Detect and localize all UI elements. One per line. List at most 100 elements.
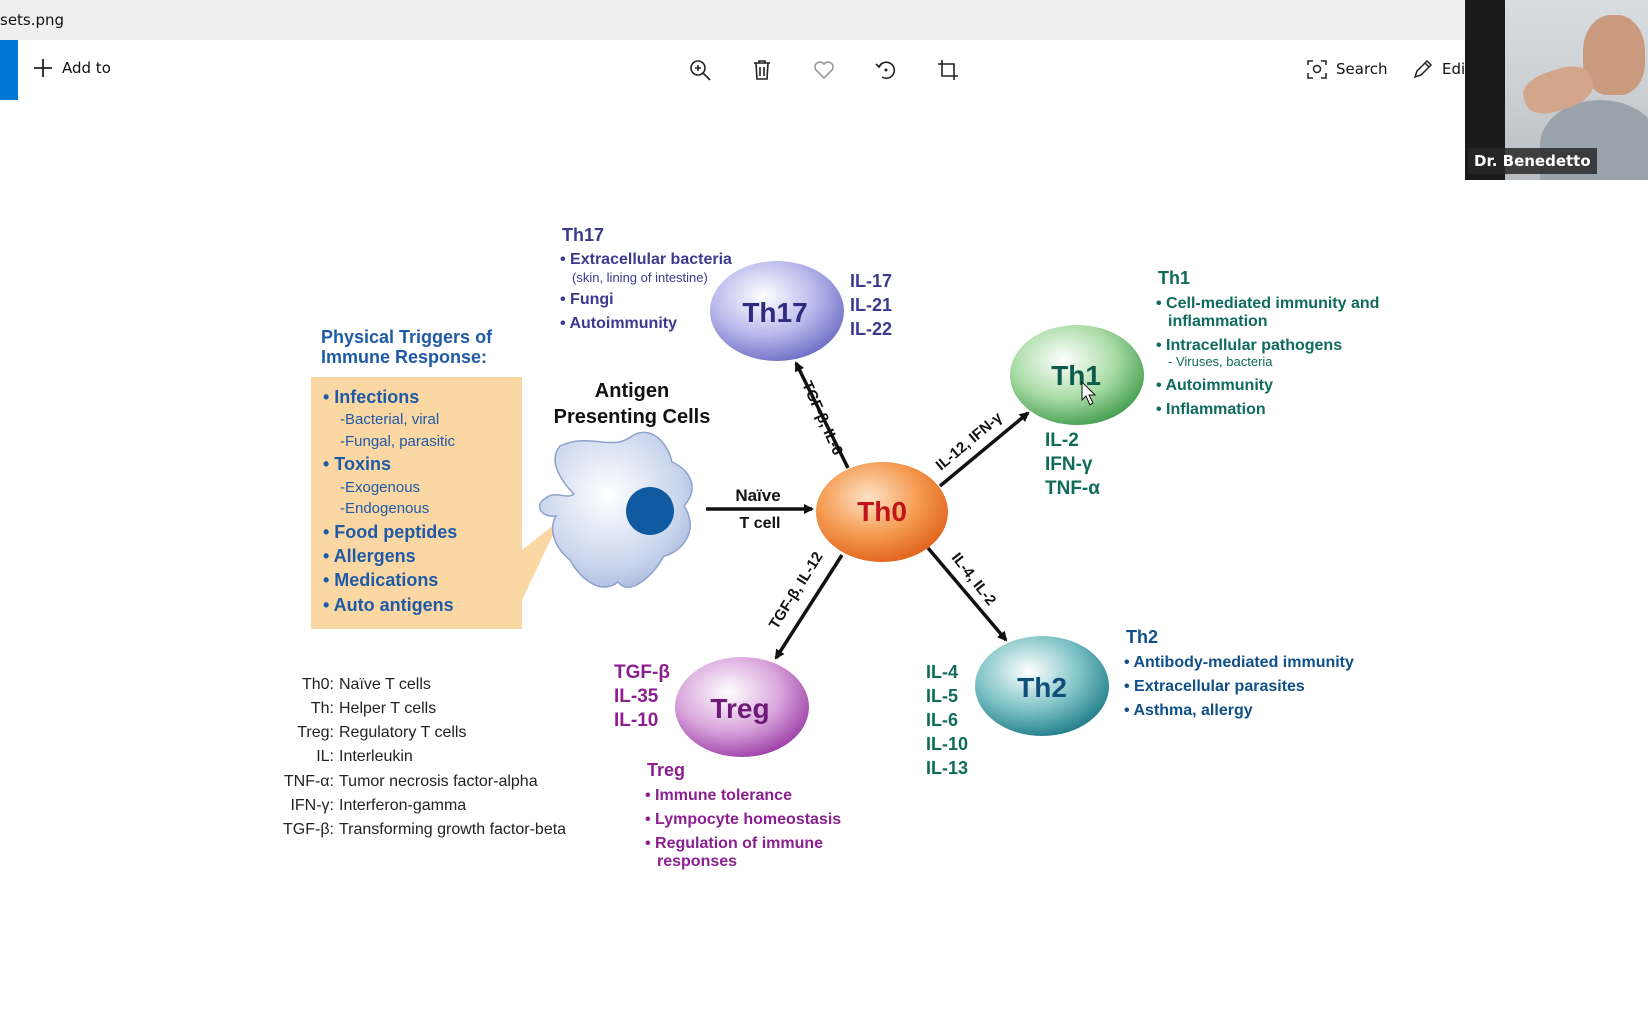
treg-bullet: responses	[657, 853, 737, 870]
apc-label-line2: Presenting Cells	[554, 406, 711, 428]
back-tab-button[interactable]	[0, 40, 18, 100]
search-label: Search	[1336, 60, 1388, 78]
th1-bullet: • Cell-mediated immunity and	[1156, 295, 1379, 312]
trigger-item: • Medications	[323, 570, 438, 590]
edit-pencil-icon	[1412, 58, 1434, 80]
arrow-th0-to-th17	[794, 361, 850, 469]
legend-desc: Interleukin	[339, 748, 413, 765]
treg-cytokine: TGF-β	[614, 662, 670, 683]
search-button[interactable]: Search	[1306, 58, 1388, 80]
triggers-box-pointer	[522, 520, 560, 600]
title-bar: sets.png	[0, 0, 1648, 40]
th1-cytokine: IFN-γ	[1045, 454, 1093, 475]
rotate-icon	[874, 58, 898, 82]
th2-cytokine: IL-10	[926, 734, 968, 754]
legend-abbr: IL:	[316, 748, 334, 765]
th1-bullet: • Inflammation	[1156, 401, 1266, 418]
th1-label: Th1	[1051, 360, 1101, 391]
triggers-box	[311, 377, 522, 629]
th1-cytokine: IL-2	[1045, 430, 1079, 451]
trigger-item: • Auto antigens	[323, 595, 454, 615]
arrow-th0-to-treg	[774, 554, 844, 660]
naive-label-line2: T cell	[740, 515, 781, 532]
th2-bullet: • Asthma, allergy	[1124, 702, 1253, 719]
legend-abbr: TGF-β:	[283, 821, 334, 838]
th17-cytokine: IL-21	[850, 295, 892, 315]
treg-cell	[675, 657, 809, 757]
delete-button[interactable]	[750, 58, 774, 82]
th17-bullet: (skin, lining of intestine)	[572, 270, 708, 285]
treg-cytokine: IL-35	[614, 686, 659, 707]
zoom-button[interactable]	[688, 58, 712, 82]
visual-search-icon	[1306, 58, 1328, 80]
participant-name: Dr. Benedetto	[1468, 148, 1597, 174]
video-call-tile: Dr. Benedetto	[1465, 0, 1648, 180]
th2-cytokine: IL-13	[926, 758, 968, 778]
th2-heading: Th2	[1126, 627, 1158, 647]
trigger-item: • Toxins	[323, 454, 391, 474]
th1-bullet: • Intracellular pathogens	[1156, 337, 1342, 354]
add-to-label: Add to	[62, 59, 111, 77]
th1-cell	[1010, 325, 1144, 425]
legend-desc: Regulatory T cells	[339, 724, 466, 741]
window-filename: sets.png	[0, 11, 65, 29]
th1-heading: Th1	[1158, 268, 1190, 288]
th2-cytokine: IL-4	[926, 662, 958, 682]
apc-cell-shape	[538, 431, 693, 588]
arrow-th0-to-th1	[938, 411, 1030, 488]
th2-cell	[975, 636, 1109, 736]
heart-icon	[812, 58, 836, 82]
triggers-title-line2: Immune Response:	[321, 347, 487, 367]
th2-bullet: • Antibody-mediated immunity	[1124, 654, 1354, 671]
th0-cell	[816, 462, 948, 562]
edit-button[interactable]: Edit	[1412, 58, 1471, 80]
legend-desc: Helper T cells	[339, 700, 436, 717]
th2-bullet: • Extracellular parasites	[1124, 678, 1305, 695]
legend-desc: Interferon-gamma	[339, 797, 466, 814]
th17-bullet: • Fungi	[560, 291, 614, 308]
legend-abbr: TNF-α:	[284, 773, 334, 790]
rotate-button[interactable]	[874, 58, 898, 82]
th17-heading: Th17	[562, 225, 604, 245]
apc-label-line1: Antigen	[595, 380, 669, 402]
th1-bullet: - Viruses, bacteria	[1168, 354, 1273, 369]
mouse-cursor-icon	[1081, 380, 1097, 406]
th17-bullet: • Autoimmunity	[560, 315, 677, 332]
crop-button[interactable]	[936, 58, 960, 82]
th1-cytokine: TNF-α	[1045, 478, 1100, 499]
th17-label: Th17	[742, 297, 807, 328]
apc-nucleus	[626, 487, 674, 535]
legend-desc: Tumor necrosis factor-alpha	[339, 773, 538, 790]
treg-heading: Treg	[647, 760, 685, 780]
legend-desc: Transforming growth factor-beta	[339, 821, 566, 838]
legend-abbr: Treg:	[297, 724, 334, 741]
treg-bullet: • Regulation of immune	[645, 835, 823, 852]
treg-bullet: • Lympocyte homeostasis	[645, 811, 841, 828]
th1-bullet: • Autoimmunity	[1156, 377, 1273, 394]
naive-label-line1: Naïve	[735, 486, 780, 505]
th2-cytokine: IL-6	[926, 710, 958, 730]
plus-icon	[32, 57, 54, 79]
trigger-item: • Infections	[323, 387, 419, 407]
trigger-item: • Allergens	[323, 546, 416, 566]
favorite-button[interactable]	[812, 58, 836, 82]
legend-abbr: IFN-γ:	[290, 797, 334, 814]
arrow-th0-to-th2	[926, 546, 1008, 642]
th17-bullet: • Extracellular bacteria	[560, 251, 732, 268]
toolbar	[0, 40, 1648, 100]
add-to-button[interactable]: Add to	[32, 57, 111, 79]
triggers-title-line1: Physical Triggers of	[321, 327, 493, 347]
trigger-item: -Exogenous	[340, 479, 420, 496]
legend-abbr: Th:	[311, 700, 334, 717]
trigger-item: • Food peptides	[323, 522, 457, 542]
th17-cytokine: IL-17	[850, 271, 892, 291]
trigger-item: -Bacterial, viral	[340, 411, 439, 428]
crop-icon	[936, 58, 960, 82]
th1-bullet: inflammation	[1168, 313, 1268, 330]
arrow-label-th17: TGF-β, IL-6	[798, 379, 846, 458]
trash-icon	[750, 58, 774, 82]
treg-bullet: • Immune tolerance	[645, 787, 792, 804]
zoom-in-icon	[688, 58, 712, 82]
trigger-item: -Fungal, parasitic	[340, 433, 456, 450]
treg-label: Treg	[710, 693, 769, 724]
